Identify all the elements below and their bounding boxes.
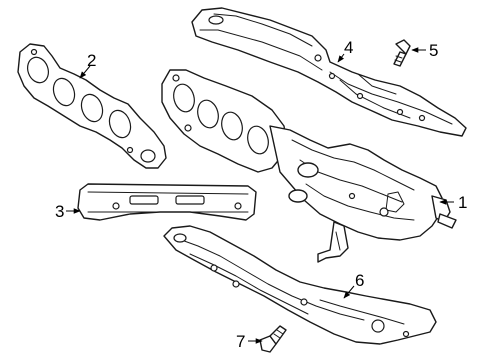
callout-6: 6 — [355, 271, 364, 290]
exhaust-manifold[interactable] — [161, 69, 457, 263]
callout-1: 1 — [458, 193, 467, 212]
callout-3: 3 — [55, 202, 64, 221]
bolt-upper[interactable] — [393, 39, 411, 67]
manifold-gasket[interactable] — [17, 43, 167, 169]
leader-2 — [79, 65, 91, 79]
callout-5: 5 — [429, 41, 438, 60]
bolt-lower[interactable] — [259, 325, 287, 353]
callout-2: 2 — [87, 51, 96, 70]
manifold-bracket[interactable] — [77, 183, 257, 221]
callout-4: 4 — [344, 38, 353, 57]
lower-heat-shield[interactable] — [163, 225, 437, 345]
leader-4 — [337, 53, 345, 63]
callout-7: 7 — [236, 332, 245, 351]
upper-heat-shield[interactable] — [191, 7, 467, 137]
callout-labels: 1 2 3 4 5 6 7 — [55, 38, 467, 351]
leader-6 — [343, 285, 355, 299]
leader-lines — [66, 47, 454, 344]
